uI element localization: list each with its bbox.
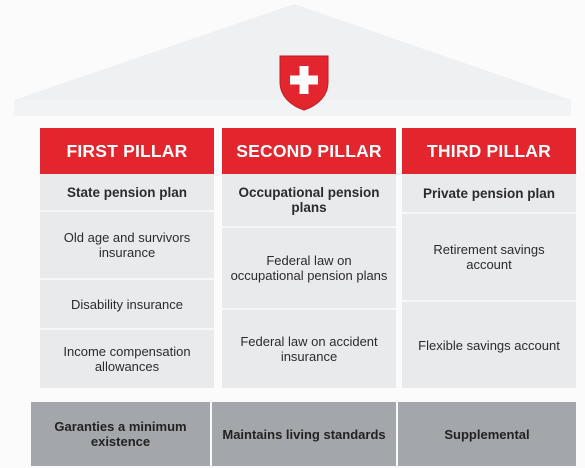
pillar-cell: Income compensation allowances xyxy=(63,344,191,374)
pillar-cell: Occupational pension plans xyxy=(222,174,396,228)
pillar-cell: Old age and survivors insurance xyxy=(40,212,214,280)
pillar-body: State pension plan Old age and survivors… xyxy=(40,174,214,388)
pillar-body: Occupational pension plans Federal law o… xyxy=(222,174,396,388)
pillar-first: FIRST PILLAR State pension plan Old age … xyxy=(40,128,214,388)
pillar-title: FIRST PILLAR xyxy=(40,128,214,174)
pillar-body: Private pension plan Retirement savings … xyxy=(402,174,576,388)
pillar-cell: Private pension plan xyxy=(402,174,576,214)
pillar-cell: State pension plan xyxy=(40,174,214,212)
foundation-third: Supplemental xyxy=(398,402,576,466)
foundation-second: Maintains living standards xyxy=(212,402,396,466)
pillar-title: THIRD PILLAR xyxy=(402,128,576,174)
pillar-cell: Federal law on accident insurance xyxy=(240,334,378,364)
roof xyxy=(14,4,571,116)
pillar-cell: Federal law on occupational pension plan… xyxy=(222,228,396,310)
pillar-cell: Retirement savings account xyxy=(402,214,576,302)
pillar-third: THIRD PILLAR Private pension plan Retire… xyxy=(402,128,576,388)
swiss-cross-shield-icon xyxy=(279,55,329,111)
pillar-second: SECOND PILLAR Occupational pension plans… xyxy=(222,128,396,388)
foundation-first: Garanties a minimum existence xyxy=(31,402,210,466)
pillar-title: SECOND PILLAR xyxy=(222,128,396,174)
pillar-cell: Disability insurance xyxy=(40,280,214,330)
pillar-cell: Flexible savings account xyxy=(418,337,560,353)
